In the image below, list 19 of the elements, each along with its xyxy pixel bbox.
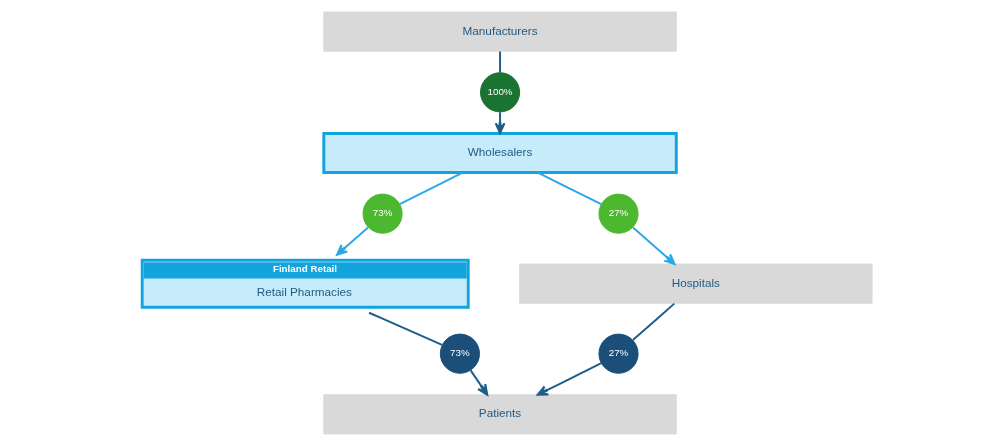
node-box: Wholesalers	[322, 131, 678, 175]
connector	[368, 311, 444, 346]
connector	[631, 302, 676, 342]
node-circle: 73%	[439, 333, 480, 374]
connector	[499, 50, 502, 74]
arrow	[336, 226, 369, 256]
arrow	[469, 369, 489, 396]
node-box: Hospitals	[519, 263, 873, 304]
connector	[398, 171, 464, 206]
node-circle: 73%	[362, 193, 403, 234]
node-circle: 27%	[598, 333, 639, 374]
node-circle: 100%	[480, 72, 521, 113]
arrow	[632, 226, 676, 266]
node-circle: 27%	[598, 193, 639, 234]
node-box: Manufacturers	[323, 11, 677, 52]
arrow	[536, 362, 603, 396]
arrow	[494, 111, 506, 135]
connector	[536, 171, 603, 206]
node-box: Patients	[323, 394, 677, 435]
